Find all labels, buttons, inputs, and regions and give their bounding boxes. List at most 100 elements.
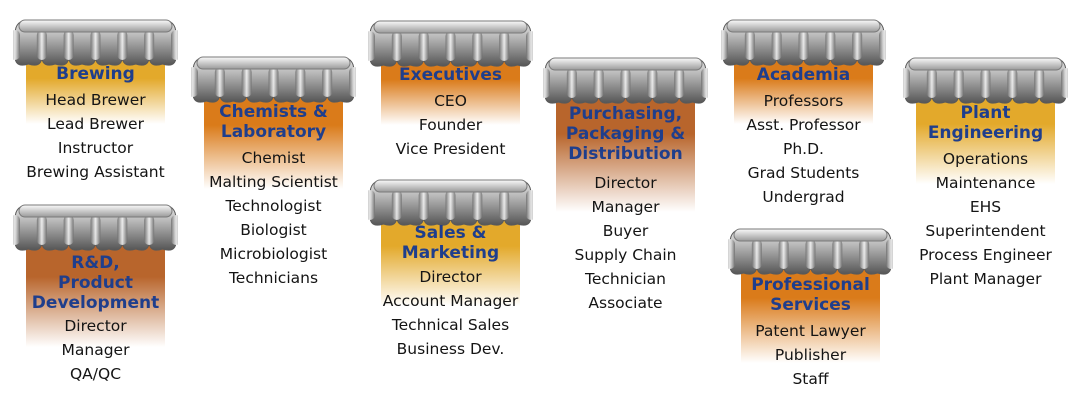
role-item: Director (594, 174, 657, 192)
bottle-cap-icon (721, 19, 886, 66)
role-item: Associate (588, 294, 663, 312)
group-title-line: Plant (960, 103, 1011, 123)
group-title-line: Engineering (927, 123, 1044, 143)
group-title-line: Brewing (56, 64, 135, 84)
group-title-line: Packaging & (565, 124, 686, 144)
group-title-line: Sales & (414, 223, 487, 243)
role-item: Undergrad (762, 188, 845, 206)
group-title-line: Laboratory (220, 122, 327, 142)
group-title: Academia (721, 65, 886, 85)
bottle-cap-icon (368, 179, 533, 226)
group-title-line: Distribution (568, 144, 683, 164)
color-band (741, 263, 880, 363)
group-title-line: Professional (751, 275, 870, 295)
role-item: Chemist (241, 149, 306, 167)
role-item: Technical Sales (391, 316, 510, 334)
role-item: Staff (792, 370, 829, 388)
group-title-line: Services (770, 295, 851, 315)
role-item: QA/QC (69, 365, 122, 383)
role-item: Director (419, 268, 482, 286)
group-title-line: Marketing (401, 243, 500, 263)
role-item: Grad Students (747, 164, 860, 182)
group-title-line: Chemists & (219, 102, 328, 122)
group-title: Purchasing,Packaging &Distribution (543, 104, 708, 164)
group-title-line: Purchasing, (568, 104, 683, 124)
bottle-cap-icon (903, 57, 1068, 104)
group-title: Chemists &Laboratory (191, 102, 356, 142)
color-band (734, 54, 873, 124)
role-item: Technologist (225, 197, 322, 215)
color-band (381, 55, 520, 125)
bottle-cap-icon (543, 57, 708, 104)
role-item: Operations (942, 150, 1029, 168)
role-item: Supply Chain (574, 246, 677, 264)
role-item: Manager (61, 341, 130, 359)
role-item: Instructor (57, 139, 134, 157)
color-band (26, 54, 165, 124)
group-title-line: Academia (756, 65, 851, 85)
role-item: Buyer (602, 222, 649, 240)
role-item: Brewing Assistant (26, 163, 165, 181)
role-item: EHS (969, 198, 1002, 216)
role-item: Founder (418, 116, 483, 134)
group-title-line: R&D, (71, 253, 120, 273)
color-band (556, 92, 695, 212)
role-item: Vice President (395, 140, 506, 158)
role-item: Account Manager (382, 292, 519, 310)
role-item: Publisher (774, 346, 847, 364)
role-item: Plant Manager (929, 270, 1042, 288)
role-item: Biologist (240, 221, 307, 239)
role-item: Professors (763, 92, 844, 110)
color-band (916, 92, 1055, 184)
color-band (204, 91, 343, 189)
group-title: Executives (368, 65, 533, 85)
color-band (381, 214, 520, 306)
role-item: Technician (585, 270, 666, 288)
role-item: Superintendent (925, 222, 1046, 240)
group-title: Sales &Marketing (368, 223, 533, 263)
role-item: Microbiologist (219, 245, 328, 263)
color-band (26, 239, 165, 347)
group-title-line: Product (58, 273, 133, 293)
group-title-line: Executives (399, 65, 502, 85)
role-item: Director (64, 317, 127, 335)
role-item: Maintenance (935, 174, 1036, 192)
bottle-cap-icon (728, 228, 893, 275)
role-item: Asst. Professor (746, 116, 861, 134)
role-item: Process Engineer (919, 246, 1052, 264)
role-item: CEO (434, 92, 467, 110)
bottle-cap-icon (191, 56, 356, 103)
role-item: Head Brewer (45, 91, 146, 109)
role-item: Lead Brewer (47, 115, 144, 133)
role-item: Technicians (228, 269, 319, 287)
role-item: Manager (591, 198, 660, 216)
role-item: Business Dev. (396, 340, 505, 358)
role-item: Ph.D. (783, 140, 824, 158)
bottle-cap-icon (13, 204, 178, 251)
group-title: Brewing (13, 64, 178, 84)
role-item: Malting Scientist (209, 173, 338, 191)
bottle-cap-icon (13, 19, 178, 66)
role-item: Patent Lawyer (755, 322, 866, 340)
group-title-line: Development (31, 293, 160, 313)
